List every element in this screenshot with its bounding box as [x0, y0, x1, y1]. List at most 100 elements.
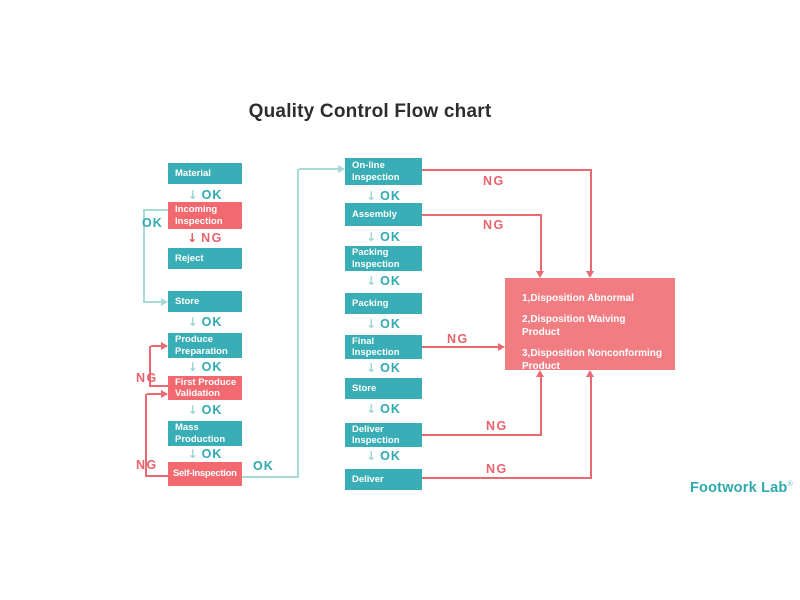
ok-label: OK: [380, 360, 401, 375]
connector-bypass-ok: [143, 209, 168, 211]
down-arrow-icon: ↓: [187, 230, 198, 245]
arrowhead-down-icon: [536, 271, 544, 278]
ok-label: OK: [380, 188, 401, 203]
page-title: Quality Control Flow chart: [248, 101, 492, 122]
arrowhead-right-icon: [161, 342, 168, 350]
down-arrow-icon: ↓: [366, 188, 377, 203]
step-deliver-inspection-ok: ↓ OK: [345, 448, 422, 463]
ng-label: NG: [486, 462, 508, 476]
ok-label: OK: [380, 273, 401, 288]
down-arrow-icon: ↓: [187, 187, 198, 202]
arrowhead-right-icon: [338, 165, 345, 173]
node-store-left: Store: [168, 291, 242, 312]
connector-self-ng: [145, 475, 168, 477]
connector-online-ng: [422, 169, 592, 171]
down-arrow-icon: ↓: [187, 446, 198, 461]
node-produce-preparation: Produce Preparation: [168, 333, 242, 358]
connector-assembly-ng: [540, 214, 542, 272]
arrowhead-up-icon: [536, 370, 544, 377]
node-packing-inspection: Packing Inspection: [345, 246, 422, 271]
registered-mark-icon: ®: [787, 481, 793, 489]
connector-validation-ng: [151, 345, 161, 347]
node-online-inspection: On-line Inspection: [345, 158, 422, 185]
connector-validation-ng: [149, 346, 151, 387]
ok-label: OK: [201, 446, 223, 461]
step-store-mid-ok: ↓ OK: [345, 401, 422, 416]
connector-self-ng: [147, 393, 161, 395]
node-assembly: Assembly: [345, 203, 422, 226]
ng-label: NG: [447, 332, 469, 346]
disposition-panel: 1,Disposition Abnormal 2,Disposition Wai…: [505, 278, 675, 372]
down-arrow-icon: ↓: [366, 448, 377, 463]
connector-self-ok: [297, 169, 299, 478]
ok-label: OK: [380, 401, 401, 416]
step-produce-prep-ok: ↓ OK: [168, 359, 242, 374]
connector-deliver-ng: [590, 377, 592, 477]
connector-validation-ng: [149, 385, 168, 387]
down-arrow-icon: ↓: [366, 316, 377, 331]
node-deliver: Deliver: [345, 469, 422, 490]
step-assembly-ok: ↓ OK: [345, 229, 422, 244]
ng-label: NG: [136, 458, 158, 472]
connector-online-ng: [590, 169, 592, 272]
connector-bypass-ok: [143, 209, 145, 303]
ok-label: OK: [201, 187, 223, 202]
node-final-inspection: Final Inspection: [345, 335, 422, 359]
ok-label: OK: [201, 314, 223, 329]
node-store-mid: Store: [345, 378, 422, 399]
connector-self-ng: [145, 394, 147, 477]
connector-final-ng: [422, 346, 498, 348]
step-validation-ok: ↓ OK: [168, 402, 242, 417]
connector-assembly-ng: [422, 214, 542, 216]
disposition-line: 2,Disposition Waiving Product: [522, 314, 626, 338]
node-reject: Reject: [168, 248, 242, 269]
disposition-line: 3,Disposition Nonconforming Product: [522, 348, 662, 372]
node-material: Material: [168, 163, 242, 184]
node-deliver-inspection: Deliver Inspection: [345, 423, 422, 447]
connector-self-ok: [299, 168, 338, 170]
ok-label: OK: [142, 216, 163, 230]
ng-label: NG: [483, 174, 505, 188]
node-mass-production: Mass Production: [168, 421, 242, 446]
connector-deliver-inspection-ng: [422, 434, 542, 436]
brand-logo-text: Footwork Lab: [690, 480, 788, 496]
connector-self-ok: [242, 476, 299, 478]
down-arrow-icon: ↓: [187, 359, 198, 374]
ok-label: OK: [253, 459, 274, 473]
step-packing-ok: ↓ OK: [345, 316, 422, 331]
ng-label: NG: [483, 218, 505, 232]
step-packing-inspection-ok: ↓ OK: [345, 273, 422, 288]
node-self-inspection: Self-Inspection: [168, 462, 242, 486]
ng-label: NG: [486, 419, 508, 433]
step-final-inspection-ok: ↓ OK: [345, 360, 422, 375]
node-incoming-inspection: Incoming Inspection: [168, 202, 242, 229]
connector-deliver-inspection-ng: [540, 377, 542, 434]
down-arrow-icon: ↓: [366, 229, 377, 244]
arrowhead-right-icon: [161, 298, 168, 306]
down-arrow-icon: ↓: [187, 314, 198, 329]
brand-logo: Footwork Lab®: [690, 480, 793, 496]
down-arrow-icon: ↓: [366, 273, 377, 288]
ok-label: OK: [201, 402, 223, 417]
connector-bypass-ok: [145, 301, 161, 303]
node-packing: Packing: [345, 293, 422, 314]
ok-label: OK: [380, 316, 401, 331]
disposition-line: 1,Disposition Abnormal: [522, 293, 634, 304]
step-material-ok: ↓ OK: [168, 187, 242, 202]
step-mass-production-ok: ↓ OK: [168, 446, 242, 461]
arrowhead-right-icon: [161, 390, 168, 398]
ng-label: NG: [201, 230, 223, 245]
ok-label: OK: [380, 229, 401, 244]
ok-label: OK: [380, 448, 401, 463]
arrowhead-right-icon: [498, 343, 505, 351]
step-incoming-ng: ↓ NG: [168, 230, 242, 245]
arrowhead-down-icon: [586, 271, 594, 278]
step-store-ok: ↓ OK: [168, 314, 242, 329]
down-arrow-icon: ↓: [366, 360, 377, 375]
down-arrow-icon: ↓: [187, 402, 198, 417]
node-first-produce-validation: First Produce Validation: [168, 376, 242, 400]
down-arrow-icon: ↓: [366, 401, 377, 416]
ok-label: OK: [201, 359, 223, 374]
step-online-ok: ↓ OK: [345, 188, 422, 203]
